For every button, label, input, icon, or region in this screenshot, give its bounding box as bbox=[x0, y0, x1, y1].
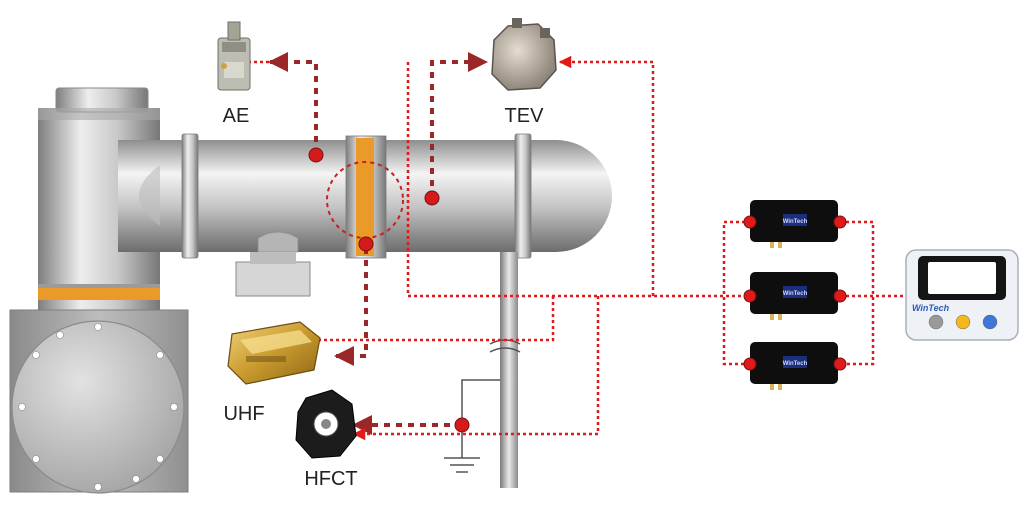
signal-lines bbox=[248, 55, 912, 441]
gis-mount-bracket bbox=[235, 261, 311, 297]
gis-flange-right bbox=[514, 133, 532, 259]
uhf-sensor-icon bbox=[227, 321, 321, 385]
tev-label: TEV bbox=[505, 105, 545, 127]
signal-unit-right-bus bbox=[840, 220, 875, 366]
unit-port-dots bbox=[743, 215, 847, 371]
signal-uhf bbox=[288, 296, 555, 347]
gis-column-band bbox=[38, 288, 160, 300]
gis-flange-left bbox=[181, 133, 199, 259]
gis-mount-bracket-top bbox=[250, 252, 296, 264]
monitor-button-grey[interactable] bbox=[928, 314, 944, 330]
contact-tev bbox=[424, 190, 440, 206]
hfct-label: HFCT bbox=[304, 468, 357, 490]
acquisition-unit: WinTech bbox=[750, 342, 838, 390]
gis-mount-neck bbox=[257, 231, 299, 253]
signal-tev bbox=[558, 55, 655, 296]
link-ae bbox=[268, 52, 318, 154]
monitor-button-yellow[interactable] bbox=[955, 314, 971, 330]
ground-connection bbox=[444, 379, 500, 473]
contact-uhf bbox=[358, 236, 374, 252]
link-tev bbox=[430, 52, 488, 198]
sensor-links bbox=[268, 52, 488, 435]
gis-equipment bbox=[9, 87, 612, 494]
signal-hfct bbox=[352, 296, 600, 441]
acquisition-unit: WinTech bbox=[750, 272, 838, 320]
monitor-button-blue[interactable] bbox=[982, 314, 998, 330]
grounding-rod bbox=[500, 252, 518, 488]
ae-label: AE bbox=[223, 105, 250, 127]
monitor-device: WinTech bbox=[905, 249, 1019, 341]
gis-base-bolts bbox=[18, 323, 178, 491]
gis-pipe-end-cap bbox=[548, 140, 612, 252]
monitor-brand: WinTech bbox=[912, 303, 950, 313]
signal-ae-to-unit bbox=[406, 62, 745, 298]
monitor-screen-display bbox=[928, 262, 996, 294]
contact-hfct bbox=[454, 417, 470, 433]
acquisition-unit: WinTech bbox=[750, 200, 838, 248]
unit-badge: WinTech bbox=[783, 291, 808, 297]
link-uhf-probe bbox=[334, 248, 368, 366]
signal-unit-left-bus bbox=[722, 220, 745, 366]
uhf-label: UHF bbox=[223, 403, 264, 425]
sensor-contact-points bbox=[308, 147, 470, 433]
gis-pipe-elbow bbox=[139, 165, 160, 226]
unit-badge: WinTech bbox=[783, 361, 808, 367]
gis-column-band-edge bbox=[38, 284, 160, 288]
tev-sensor-icon bbox=[491, 18, 557, 91]
gis-top-flange bbox=[38, 108, 160, 120]
hfct-sensor-icon bbox=[295, 389, 357, 459]
ae-sensor-icon bbox=[217, 21, 251, 91]
gis-base-disc bbox=[11, 320, 185, 494]
gis-insulator-band bbox=[356, 138, 374, 256]
contact-ae bbox=[308, 147, 324, 163]
unit-badge: WinTech bbox=[783, 219, 808, 225]
